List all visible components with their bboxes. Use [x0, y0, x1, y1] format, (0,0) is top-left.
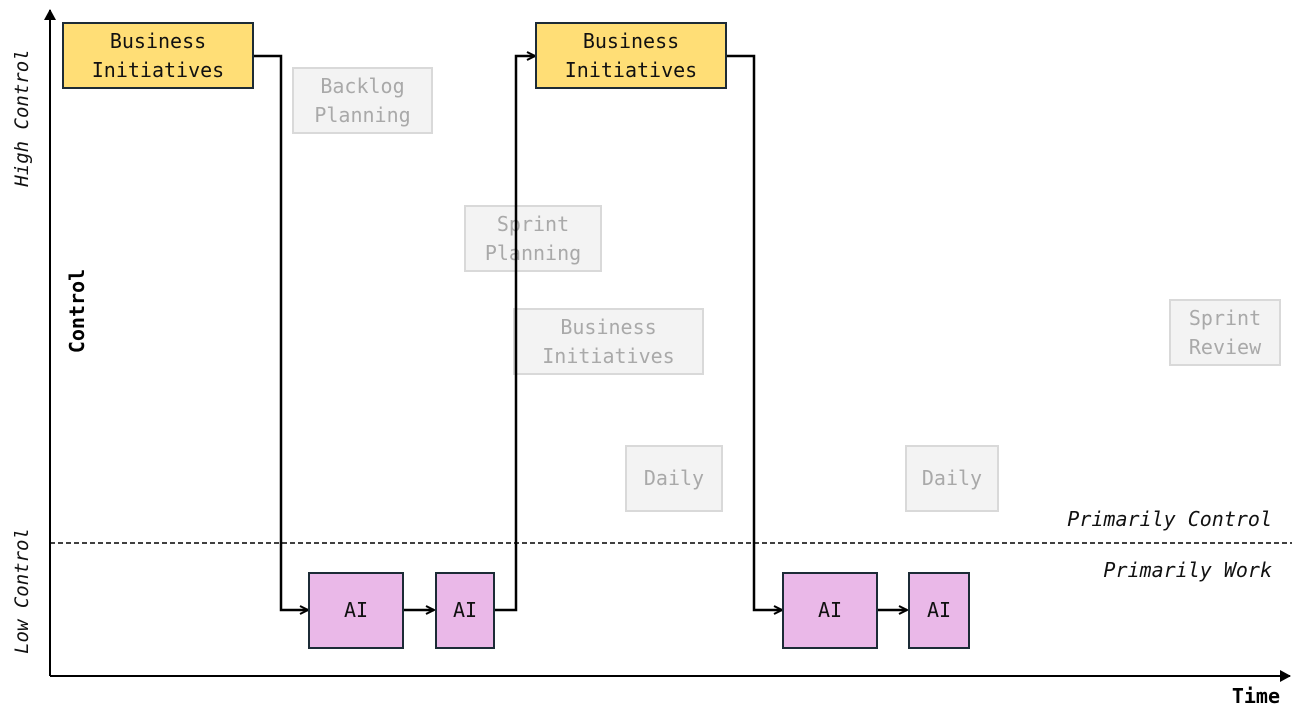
- business-initiatives-box-1: Business Initiatives: [62, 22, 254, 89]
- y-axis-title: Control: [65, 268, 89, 354]
- flow-bi2-to-ai3: [726, 54, 782, 610]
- ai-box-1: AI: [308, 572, 404, 649]
- sprint-planning-box: Sprint Planning: [464, 205, 602, 272]
- business-initiatives-ghost-box: Business Initiatives: [513, 308, 704, 375]
- flow-bi1-to-ai1: [253, 54, 308, 610]
- ai-box-3: AI: [782, 572, 878, 649]
- x-axis-title: Time: [1231, 684, 1280, 708]
- y-axis-high-label: High Control: [11, 49, 33, 187]
- business-initiatives-box-2: Business Initiatives: [535, 22, 727, 89]
- ai-box-2: AI: [435, 572, 495, 649]
- primarily-work-label: Primarily Work: [1103, 558, 1272, 582]
- daily-box-1: Daily: [625, 445, 723, 512]
- y-axis-low-label: Low Control: [11, 528, 33, 654]
- sprint-review-box: Sprint Review: [1169, 299, 1281, 366]
- daily-box-2: Daily: [905, 445, 999, 512]
- backlog-planning-box: Backlog Planning: [292, 67, 433, 134]
- flow-ai2-to-bi2: [495, 56, 535, 612]
- ai-box-4: AI: [908, 572, 970, 649]
- primarily-control-label: Primarily Control: [1067, 507, 1272, 531]
